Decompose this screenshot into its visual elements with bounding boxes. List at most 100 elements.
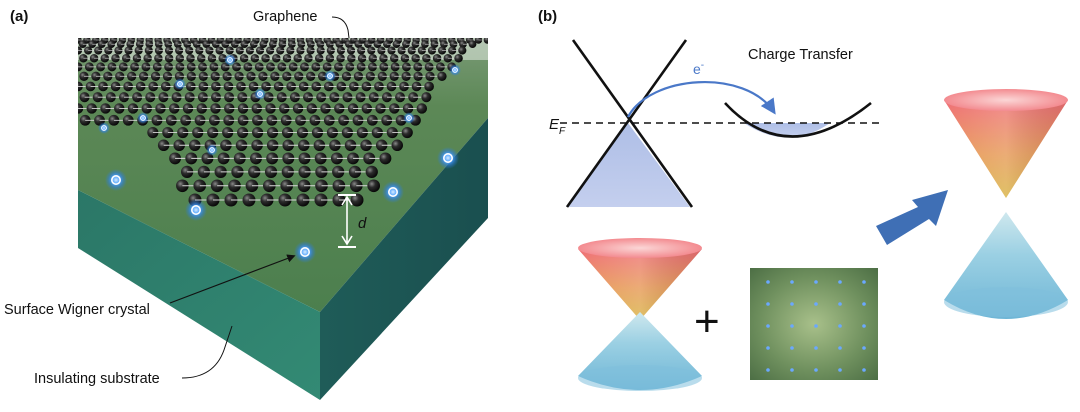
crystal-dot [790,346,794,350]
electron [406,115,412,121]
crystal-dot [790,324,794,328]
plus-sign: + [694,297,720,346]
carbon-atom [150,71,161,81]
electron [191,205,202,216]
electron-glow [185,199,207,221]
crystal-dot [838,346,842,350]
electron [387,187,398,198]
carbon-atom [379,152,392,165]
fermi-subscript: F [559,126,566,137]
carbon-atom [402,103,414,114]
substrate-leader-line [181,325,233,379]
electron-glow [174,78,186,90]
electron-glow [206,144,218,156]
crystal-dot [814,280,818,284]
gapped-dirac-cone [944,89,1068,319]
electron-glow [403,112,415,124]
electron-glow [137,112,149,124]
carbon-atom [334,103,345,114]
fermi-symbol: E [549,116,560,133]
wigner-electrons [98,54,461,263]
carbon-atom [483,38,488,44]
crystal-dot [862,302,866,306]
carbon-atom [334,62,343,72]
distance-indicator [338,194,356,248]
electron-glow [437,147,459,169]
electron-glow [382,181,404,203]
carbon-atom [458,46,467,55]
electron-glow [224,54,236,66]
carbon-atom [454,53,463,63]
carbon-atom [224,92,235,103]
carbon-atom [237,92,248,103]
electron [101,125,107,131]
carbon-atom [198,71,208,81]
carbon-atom [347,103,359,114]
electron [299,247,310,258]
wigner-arrow [169,254,296,304]
electron [327,73,333,79]
carbon-atom [282,152,295,165]
graphene-leader-line [331,16,350,39]
electron-glow [449,64,461,76]
crystal-dot [862,280,866,284]
electron [452,67,458,73]
crystal-dot [814,324,818,328]
crystal-dot [766,302,770,306]
crystal-dot [838,280,842,284]
electron-glow [105,169,127,191]
carbon-atom [365,165,378,179]
carbon-atom [401,126,413,139]
substrate-right-face [320,118,488,400]
electron-glow [294,241,316,263]
crystal-dot [790,368,794,372]
charge-transfer-label: Charge Transfer [748,47,853,63]
carbon-atom [345,62,355,72]
carbon-atom [265,103,276,114]
electron-label: e- [693,60,704,77]
crystal-dot [838,302,842,306]
carbon-atom [78,46,83,55]
crystal-dot [766,324,770,328]
electron [227,57,233,63]
carbon-atom [222,71,232,81]
electron [257,91,263,97]
carbon-atom [250,53,260,63]
carbon-atom [211,92,222,103]
carbon-atom [421,92,432,103]
carbon-atom [468,40,477,49]
electron [140,115,146,121]
panel-b-label: (b) [538,8,557,25]
crystal-dot [790,280,794,284]
carbon-atom [416,103,428,114]
distance-symbol: d [358,215,367,232]
crystal-dot [766,346,770,350]
result-arrow [876,190,948,245]
charge-transfer-arrow [627,81,776,118]
fermi-level-label: EF [549,116,566,137]
carbon-atom [437,71,447,81]
crystal-dot [862,324,866,328]
carbon-atom [436,62,445,72]
graphene-label: Graphene [253,9,318,25]
carbon-atom [424,62,434,72]
crystal-dot [862,346,866,350]
crystal-lattice-dots [766,280,866,372]
wigner-crystal-square [750,268,878,380]
electron-symbol: e [693,61,701,77]
crystal-dot [838,368,842,372]
crystal-dot [862,368,866,372]
crystal-dot [838,324,842,328]
carbon-atom [246,71,256,81]
carbon-atom [350,193,364,207]
carbon-atom [424,81,434,92]
gapless-dirac-cone [578,238,702,391]
crystal-dot [766,280,770,284]
substrate-left-face [78,190,320,400]
carbon-atom [356,62,366,72]
crystal-dot [814,346,818,350]
carbon-atom [298,152,311,165]
electron-glow [98,122,110,134]
electron [111,175,122,186]
